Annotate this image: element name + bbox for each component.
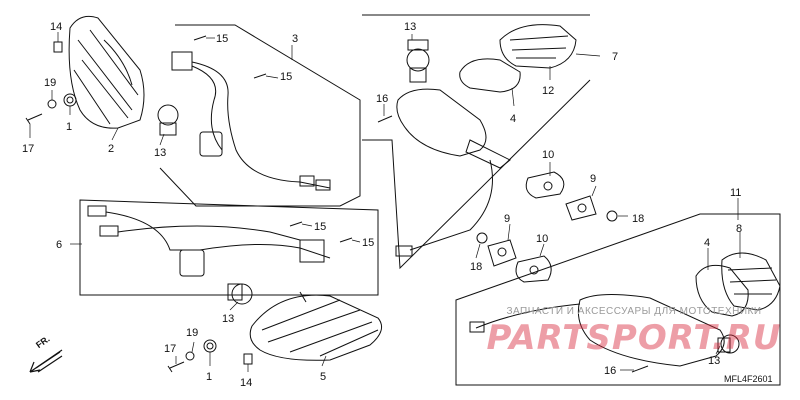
callout-19-lower: 19 [186,327,198,339]
callout-14-upper: 14 [50,21,62,33]
part-9-collar-upper [565,195,597,221]
group-outline-top-right [362,14,591,270]
part-15-screw-b [253,73,267,79]
callout-7: 7 [612,51,618,63]
part-15-screw-c [289,221,303,227]
callout-17-upper: 17 [22,143,34,155]
part-13-bulb-c [406,39,430,83]
group-outline-3 [159,24,361,207]
part-rear-signal-body [395,88,511,257]
callout-18-lower: 18 [470,261,482,273]
part-9-collar-lower [487,239,517,267]
callout-12: 12 [542,85,554,97]
callout-1-lower: 1 [206,371,212,383]
callout-11: 11 [730,187,741,199]
diagram-code: MFL4F2601 [724,374,773,384]
callout-13-c: 13 [404,21,416,33]
callout-10-upper: 10 [542,149,554,161]
callout-17-lower: 17 [164,343,176,355]
group-outline-6 [79,199,379,296]
part-4-gasket-upper [459,58,521,93]
part-13-bulb-d [717,334,740,354]
part-11-rear-signal-body [469,293,725,367]
part-7-lens [499,24,577,69]
callout-15-d: 15 [362,237,374,249]
callout-5: 5 [320,371,326,383]
part-18-nut-lower [476,232,488,244]
part-8-lens [721,252,781,311]
callout-13-a: 13 [154,147,166,159]
callout-9-lower: 9 [504,213,510,225]
callout-3: 3 [292,33,298,45]
part-2-lens [68,15,145,129]
callout-18-upper: 18 [632,213,644,225]
part-10-mount-lower [515,255,552,283]
part-19-washer-lower [185,351,195,361]
callout-19-upper: 19 [44,77,56,89]
part-6-harness [87,205,331,277]
callout-4-upper: 4 [510,113,516,125]
callout-15-a: 15 [216,33,228,45]
callout-14-lower: 14 [240,377,252,389]
callout-13-b: 13 [222,313,234,325]
part-16-screw-lower [631,365,649,373]
callout-1-upper: 1 [66,121,72,133]
callout-16-lower: 16 [604,365,616,377]
part-15-screw-a [193,35,207,41]
callout-15-b: 15 [280,71,292,83]
callout-15-c: 15 [314,221,326,233]
part-16-screw-upper [377,115,393,123]
callout-16-upper: 16 [376,93,388,105]
part-14-screw-upper [53,41,63,53]
callout-6: 6 [56,239,62,251]
part-15-screw-d [339,237,353,243]
callout-2: 2 [108,143,114,155]
callout-8: 8 [736,223,742,235]
part-18-nut-upper [606,210,618,222]
part-10-mount-upper [525,171,565,199]
part-1-grommet-upper [63,93,77,107]
part-17-screw-upper [25,113,43,125]
front-arrow-icon [29,349,63,373]
callout-9-upper: 9 [590,173,596,185]
part-3-harness [171,51,331,191]
part-5-lens [249,291,383,361]
part-13-bulb-a [157,104,179,136]
callout-13-d: 13 [708,355,720,367]
part-13-bulb-b [227,283,253,305]
callout-10-lower: 10 [536,233,548,245]
part-14-screw-lower [243,353,253,365]
callout-4-lower: 4 [704,237,710,249]
part-19-washer-upper [47,99,57,109]
part-17-screw-lower [167,361,185,373]
part-1-grommet-lower [203,339,217,353]
group-outline-11 [455,213,781,386]
